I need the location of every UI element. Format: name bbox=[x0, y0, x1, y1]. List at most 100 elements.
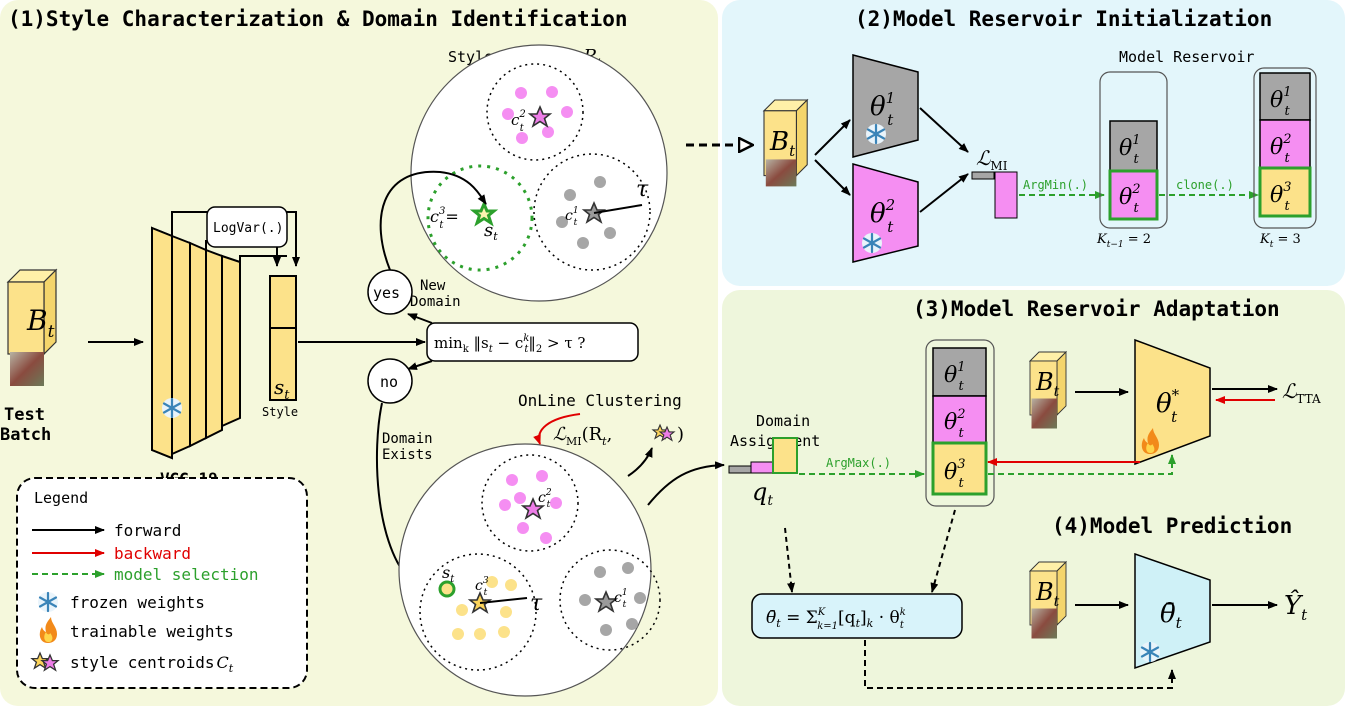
cluster-yellow-bottom bbox=[419, 553, 537, 671]
test-batch bbox=[7, 269, 57, 386]
mi-loss-cluster: ℒMI(Rt, bbox=[553, 424, 612, 448]
test-batch-label-1: Test bbox=[4, 405, 45, 425]
style-reservoir-top bbox=[410, 44, 668, 302]
pink-points-bottom bbox=[499, 470, 562, 544]
panel-4-title: (4)Model Prediction bbox=[1052, 514, 1292, 538]
theta-star-label: θ*t bbox=[1156, 386, 1180, 426]
gray-points-bottom bbox=[579, 562, 646, 636]
cluster-gray-top bbox=[533, 153, 651, 271]
condition-box bbox=[426, 322, 639, 362]
domain-assignment-label-1: Domain bbox=[756, 412, 810, 430]
qt-bar-gray bbox=[728, 465, 752, 474]
argmin-label: ArgMin(.) bbox=[1023, 178, 1088, 192]
arrow-b2-to-theta2 bbox=[814, 159, 851, 196]
arrow-reservoir-to-mi bbox=[627, 447, 653, 477]
panel-3-title: (3)Model Reservoir Adaptation bbox=[913, 297, 1280, 321]
legend-trainable-label: trainable weights bbox=[70, 622, 234, 641]
legend-selection-label: model selection bbox=[114, 565, 259, 584]
arrow-theta1-to-mi bbox=[919, 107, 969, 153]
y-hat-label: Ŷt bbox=[1284, 589, 1308, 624]
legend-title: Legend bbox=[34, 489, 88, 507]
model-theta-bar bbox=[1134, 552, 1211, 670]
arrow-selection-to-theta-star bbox=[988, 454, 1176, 475]
online-clustering-label: OnLine Clustering bbox=[518, 391, 682, 410]
tau-label-bottom: τ bbox=[530, 591, 543, 616]
tau-radius-top bbox=[593, 204, 643, 214]
theta-bar-snowflake-icon bbox=[1138, 640, 1162, 664]
cluster-gray-bottom bbox=[559, 549, 661, 651]
legend-snowflake-icon bbox=[36, 590, 60, 614]
reservoir-p3-frame bbox=[925, 339, 995, 507]
arrow-condition-to-no bbox=[407, 360, 433, 370]
panel-1-title: (1)Style Characterization & Domain Ident… bbox=[8, 7, 628, 31]
arrow-formula-to-theta-bar bbox=[864, 640, 1176, 689]
yes-node[interactable] bbox=[367, 269, 413, 315]
cluster-new-green bbox=[426, 164, 534, 272]
legend-frozen-label: frozen weights bbox=[70, 593, 205, 612]
style-symbol: st bbox=[274, 375, 290, 403]
reservoir-p3-theta3 bbox=[931, 441, 988, 496]
logvar-label: LogVar(.) bbox=[213, 221, 283, 236]
batch-panel-2 bbox=[763, 99, 808, 187]
arrow-yes-to-reservoir bbox=[379, 170, 487, 271]
new-domain-label-2: Domain bbox=[410, 294, 461, 310]
tap-line-3 bbox=[239, 255, 287, 262]
arrow-theta2-to-mi bbox=[919, 173, 969, 213]
arrow-condition-to-yes bbox=[407, 313, 433, 324]
panel-2-bg bbox=[722, 0, 1345, 286]
arrow-b2-to-theta1 bbox=[814, 119, 851, 156]
logvar-box bbox=[206, 206, 288, 248]
theta1-p2-snowflake-icon bbox=[864, 122, 888, 146]
style-reservoir-bottom bbox=[398, 443, 652, 697]
no-label: no bbox=[380, 373, 398, 391]
test-batch-label-2: Batch bbox=[0, 425, 51, 445]
vgg-frozen-snowflake-icon bbox=[160, 396, 184, 420]
gray-points-top bbox=[556, 176, 616, 249]
batch-symbol: Bt bbox=[26, 304, 55, 342]
reservoir-cur-theta2 bbox=[1259, 119, 1311, 169]
reservoir-p3-theta1 bbox=[932, 347, 987, 397]
clone-label: clone(.) bbox=[1176, 178, 1234, 192]
style-vector-bottom bbox=[269, 327, 297, 401]
tta-loss-label: ℒTTA bbox=[1282, 379, 1321, 406]
no-node[interactable] bbox=[367, 358, 413, 404]
qt-bar-pink bbox=[750, 461, 774, 474]
batch-panel-3 bbox=[1029, 351, 1067, 429]
batch-panel-4 bbox=[1029, 561, 1067, 639]
argmax-label: ArgMax(.) bbox=[826, 456, 891, 470]
yellow-points-bottom bbox=[452, 576, 517, 640]
mi-loss-close: ) bbox=[677, 424, 684, 445]
cluster-pink-top bbox=[486, 63, 584, 161]
mi-bar-pink-p2 bbox=[994, 171, 1018, 219]
k-cur-label: Kt = 3 bbox=[1259, 232, 1301, 250]
legend-backward-label: backward bbox=[114, 544, 191, 563]
domain-exists-label-1: Domain bbox=[382, 431, 433, 447]
theta2-p2-snowflake-icon bbox=[860, 231, 884, 255]
arrow-reservoir-to-assignment bbox=[647, 461, 725, 506]
formula-box bbox=[751, 593, 963, 639]
k-prev-label: Kt−1 = 2 bbox=[1096, 232, 1151, 250]
arrow-qt-to-formula bbox=[784, 527, 795, 593]
reservoir-cur-theta3 bbox=[1258, 166, 1312, 218]
tau-radius-bottom bbox=[479, 597, 528, 604]
arrow-online-clustering bbox=[533, 413, 581, 445]
legend-forward-label: forward bbox=[114, 521, 181, 540]
yes-label: yes bbox=[373, 284, 400, 302]
style-point-green bbox=[438, 580, 456, 598]
reservoir-prev-theta2 bbox=[1108, 169, 1159, 221]
style-vector-top bbox=[269, 275, 297, 329]
reservoir-prev-frame bbox=[1099, 71, 1168, 229]
